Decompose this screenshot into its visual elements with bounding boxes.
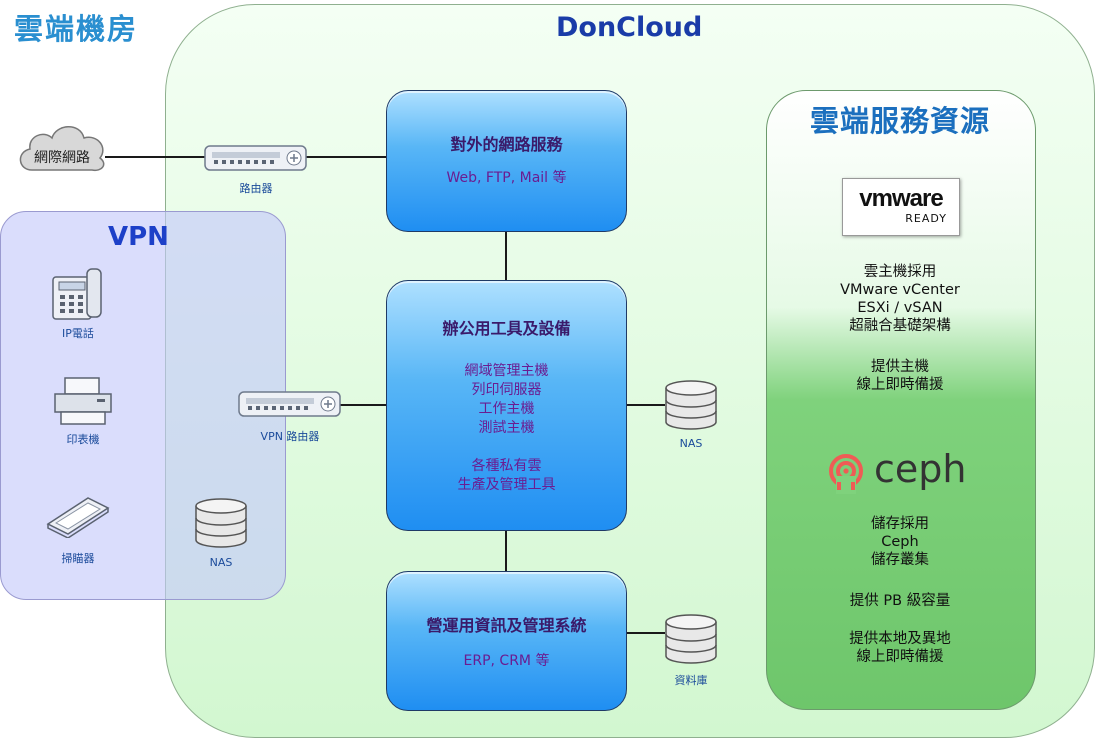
network-services-title: 對外的網路服務 [450,135,563,154]
page-title: 雲端機房 [14,12,139,46]
vmware-text-line: ESXi / vSAN [857,300,943,316]
operations-system-text: ERP, CRM 等 [463,653,550,669]
ops-database-link [625,632,665,634]
backup-text-line: 線上即時備援 [856,649,944,665]
internet-cloud-icon [19,126,105,172]
database-label: 資料庫 [674,674,708,687]
operations-system-box: 營運用資訊及管理系統 ERP, CRM 等 [386,571,627,711]
ceph-text-line: 儲存採用 [871,516,929,532]
internet-router-link [105,156,205,158]
office-tools-list-2: 各種私有雲 生產及管理工具 [387,457,626,495]
vpn-nas-icon [195,498,247,548]
ceph-description: 儲存採用 Ceph 儲存叢集 [766,515,1034,569]
printer-icon [54,377,112,425]
vmware-text-line: 雲主機採用 [863,264,937,280]
host-description: 提供主機 線上即時備援 [766,358,1034,394]
backup-description: 提供本地及異地 線上即時備援 [766,630,1034,666]
nas-label: NAS [679,437,703,450]
office-tools-list: 網域管理主機 列印伺服器 工作主機 測試主機 [387,362,626,438]
vpn-router-icon [238,391,341,417]
vpn-title: VPN [108,222,169,252]
ceph-logo: ceph [826,447,986,494]
ip-phone-icon [52,268,102,320]
office-tools-item: 網域管理主機 [464,363,549,379]
host-text-line: 提供主機 [871,359,929,375]
network-office-link [505,230,507,280]
ceph-text-line: 儲存叢集 [871,552,929,568]
network-services-text: Web, FTP, Mail 等 [446,170,567,186]
router-label: 路由器 [239,182,273,195]
router-network-link [306,156,386,158]
network-services-box: 對外的網路服務 Web, FTP, Mail 等 [386,90,627,232]
vpn-router-label: VPN 路由器 [260,430,320,443]
ip-phone-label: IP電話 [62,327,94,340]
operations-system-title: 營運用資訊及管理系統 [426,616,587,635]
capacity-text: 提供 PB 級容量 [849,593,951,609]
office-tools-item: 測試主機 [478,420,535,436]
vmware-brand: vmware [859,185,943,212]
nas-icon [665,380,717,430]
vpn-nas-label: NAS [209,556,233,569]
database-icon [665,614,717,664]
backup-text-line: 提供本地及異地 [849,631,951,647]
office-ops-link [505,529,507,571]
printer-label: 印表機 [66,433,100,446]
internet-label: 網際網路 [34,150,90,166]
vmware-text-line: 超融合基礎架構 [849,318,951,334]
vmware-ready-text: READY [905,212,947,225]
office-tools-item: 生產及管理工具 [457,477,556,493]
vpnrouter-office-link [340,404,386,406]
vmware-description: 雲主機採用 VMware vCenter ESXi / vSAN 超融合基礎架構 [766,263,1034,335]
ceph-text-line: Ceph [881,534,919,550]
office-tools-item: 各種私有雲 [471,458,542,474]
router-icon [204,145,307,171]
vmware-text-line: VMware vCenter [840,282,960,298]
office-nas-link [625,404,665,406]
scanner-icon [46,497,110,538]
office-tools-title: 辦公用工具及設備 [442,319,571,338]
scanner-label: 掃瞄器 [61,552,95,565]
host-text-line: 線上即時備援 [856,377,944,393]
cloud-resources-title: 雲端服務資源 [809,104,990,138]
office-tools-box: 辦公用工具及設備 網域管理主機 列印伺服器 工作主機 測試主機 各種私有雲 生產… [386,280,627,531]
ceph-wordmark: ceph [874,447,967,491]
office-tools-item: 工作主機 [478,401,535,417]
office-tools-item: 列印伺服器 [471,382,542,398]
doncloud-title: DonCloud [556,12,703,43]
ceph-icon [829,454,863,494]
vmware-ready-logo: vmware READY [842,178,960,236]
